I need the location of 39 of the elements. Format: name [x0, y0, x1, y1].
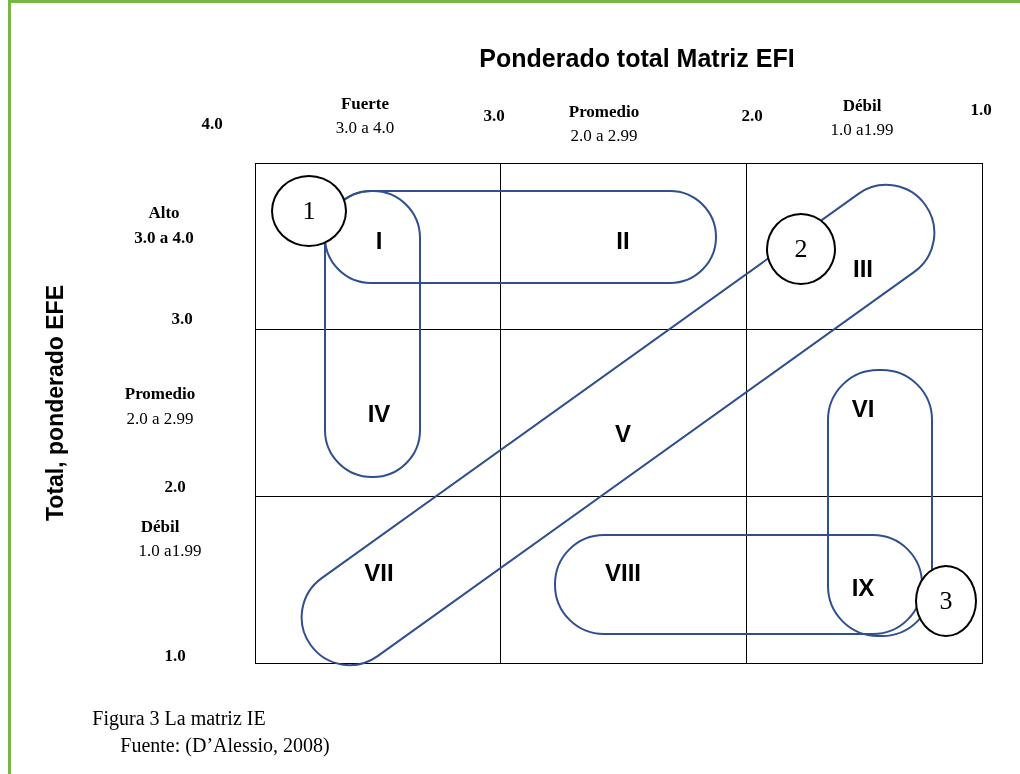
number-circle: 3 [915, 565, 977, 637]
row-heading: Débil [140, 517, 180, 537]
source-note: Fuente: (D’Alessio, 2008) [120, 733, 330, 757]
roman-numeral: II [616, 227, 630, 255]
roman-numeral: VII [364, 559, 394, 587]
chart-title: Ponderado total Matriz EFI [479, 43, 795, 73]
axis-tick: 3.0 [171, 309, 193, 329]
column-heading: Débil [842, 96, 882, 116]
figure-caption: Figura 3 La matriz IE [92, 706, 266, 730]
roman-numeral: IX [851, 574, 875, 602]
matrix-cell [255, 163, 501, 330]
axis-tick: 4.0 [201, 114, 223, 134]
matrix-cell [746, 496, 983, 664]
column-heading: Fuerte [340, 94, 390, 114]
roman-numeral: I [375, 227, 383, 255]
axis-tick: 2.0 [164, 477, 186, 497]
roman-numeral: VIII [605, 559, 641, 587]
range-text: 2.0 a 2.99 [570, 126, 638, 146]
matrix-cell [746, 163, 983, 330]
axis-tick: 1.0 [970, 100, 992, 120]
row-heading: Promedio [124, 384, 196, 404]
number-circle: 1 [271, 175, 347, 247]
matrix-cell [255, 496, 501, 664]
roman-numeral: V [615, 420, 631, 448]
row-heading: Alto [148, 203, 180, 223]
axis-tick: 1.0 [164, 646, 186, 666]
roman-numeral: VI [851, 395, 875, 423]
range-text: 2.0 a 2.99 [126, 409, 194, 429]
axis-title: Total, ponderado EFE [41, 285, 69, 521]
column-heading: Promedio [568, 102, 640, 122]
axis-tick: 2.0 [741, 106, 763, 126]
range-text: 3.0 a 4.0 [134, 228, 194, 248]
range-text: 1.0 a1.99 [138, 541, 202, 561]
axis-tick: 3.0 [483, 106, 505, 126]
range-text: 1.0 a1.99 [830, 120, 894, 140]
roman-numeral: III [853, 255, 873, 283]
range-text: 3.0 a 4.0 [335, 118, 395, 138]
roman-numeral: IV [367, 400, 391, 428]
number-circle: 2 [766, 213, 836, 285]
